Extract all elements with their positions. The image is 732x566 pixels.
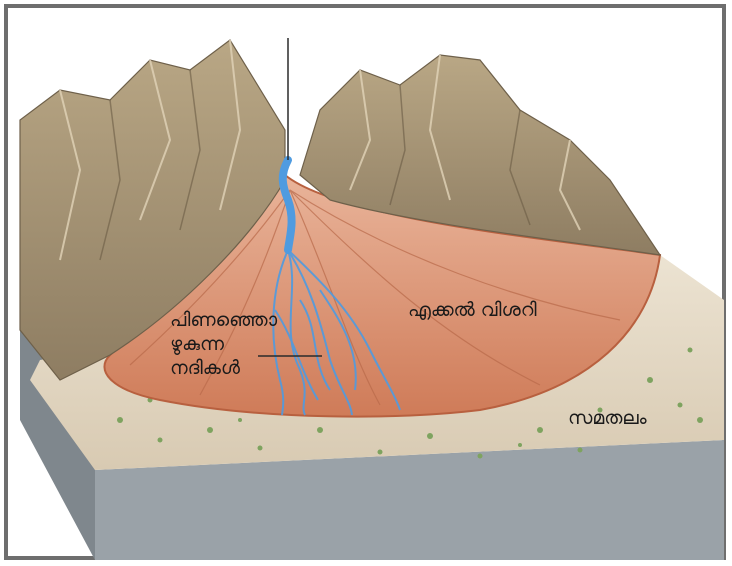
- braided-rivers-label-line-1: പിണഞ്ഞൊ: [170, 308, 277, 332]
- plain-label: സമതലം: [568, 406, 647, 430]
- braided-rivers-label: പിണഞ്ഞൊ ഴുകുന്ന നദികൾ: [170, 308, 277, 380]
- braided-rivers-label-line-3: നദികൾ: [170, 356, 277, 380]
- alluvial-fan-label: എക്കൽ വിശറി: [408, 298, 537, 322]
- braided-rivers-label-line-2: ഴുകുന്ന: [170, 332, 277, 356]
